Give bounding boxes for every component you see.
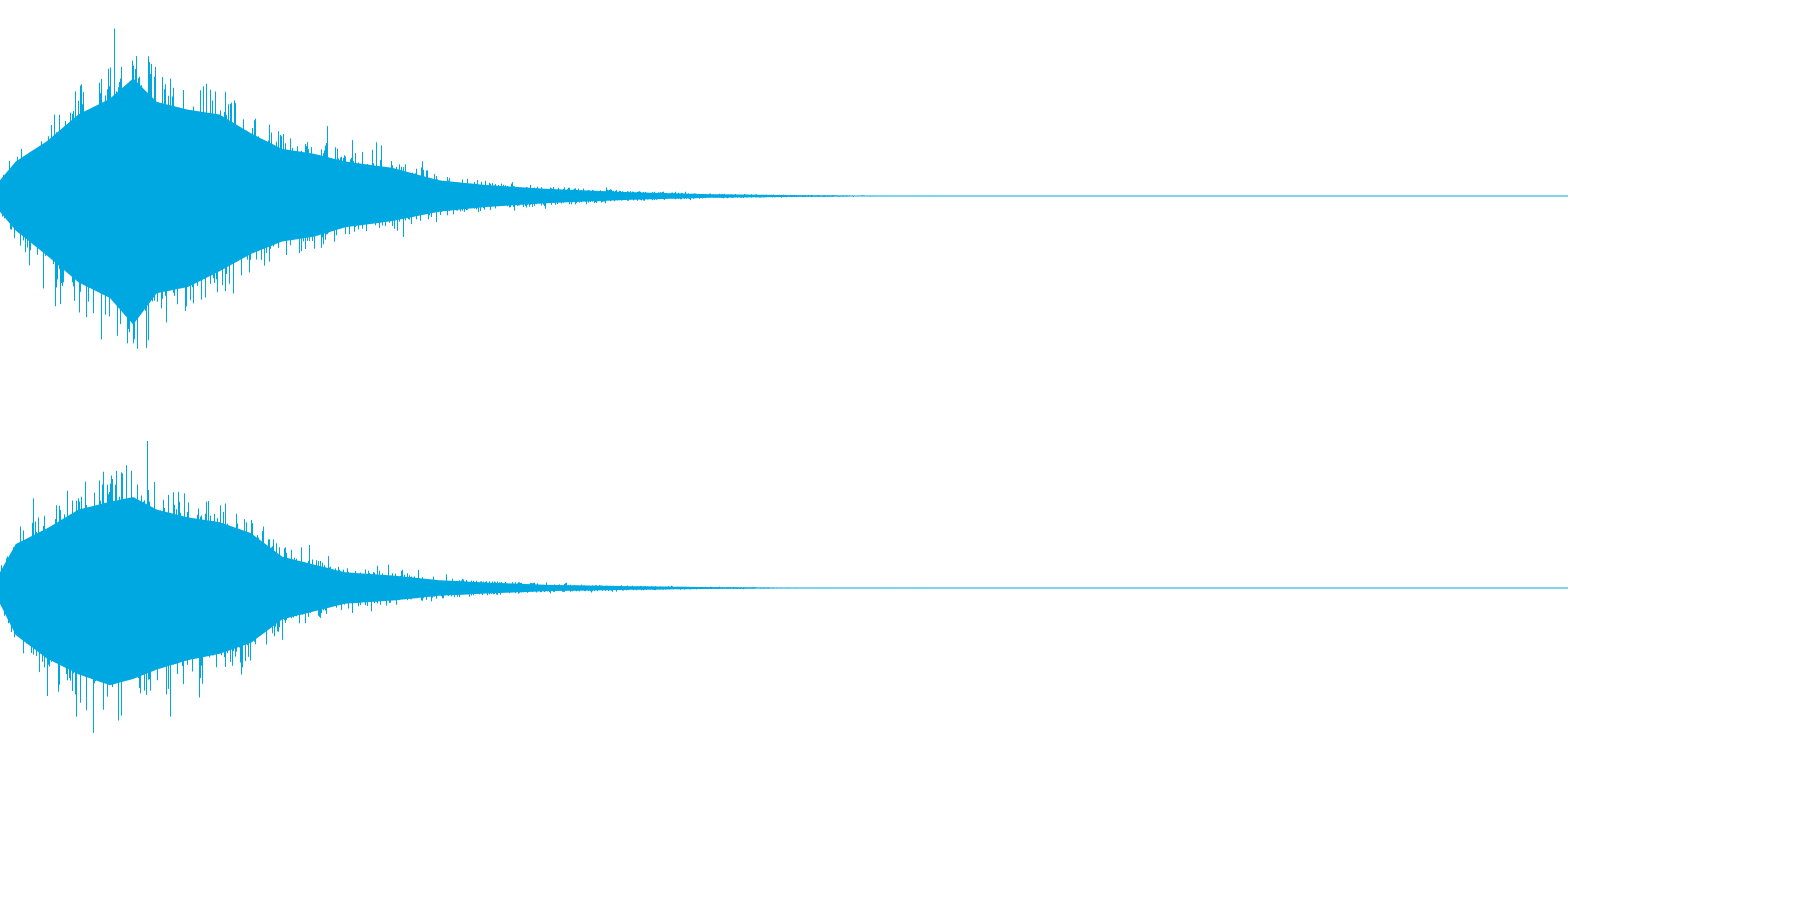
channel-2-samples	[0, 441, 927, 733]
channel-1-samples	[0, 28, 933, 349]
channel-2-waveform	[0, 441, 1568, 733]
channel-1-waveform	[0, 28, 1568, 349]
waveform-view	[0, 28, 1568, 733]
stereo-waveform	[0, 28, 1568, 733]
